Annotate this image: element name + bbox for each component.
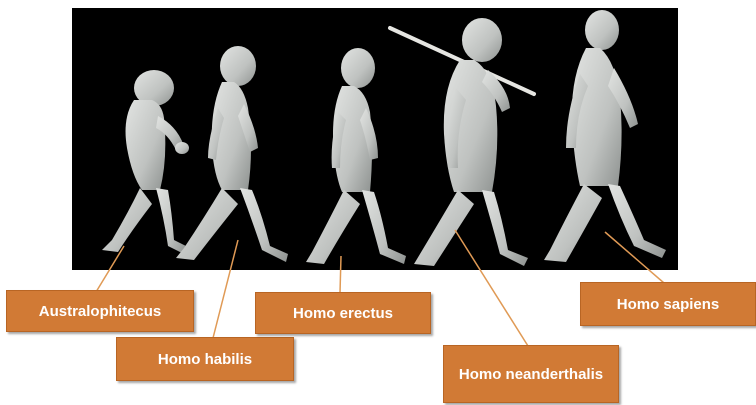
connector-habilis <box>213 240 238 338</box>
label-homo-habilis: Homo habilis <box>116 337 294 381</box>
connector-erectus <box>340 256 341 293</box>
label-homo-erectus: Homo erectus <box>255 292 431 334</box>
label-homo-sapiens: Homo sapiens <box>580 282 756 326</box>
connector-australopithecus <box>96 246 124 292</box>
label-homo-neanderthalis: Homo neanderthalis <box>443 345 619 403</box>
connector-sapiens <box>605 232 664 283</box>
connector-neanderthalis <box>455 230 528 346</box>
label-australopithecus: Australophitecus <box>6 290 194 332</box>
